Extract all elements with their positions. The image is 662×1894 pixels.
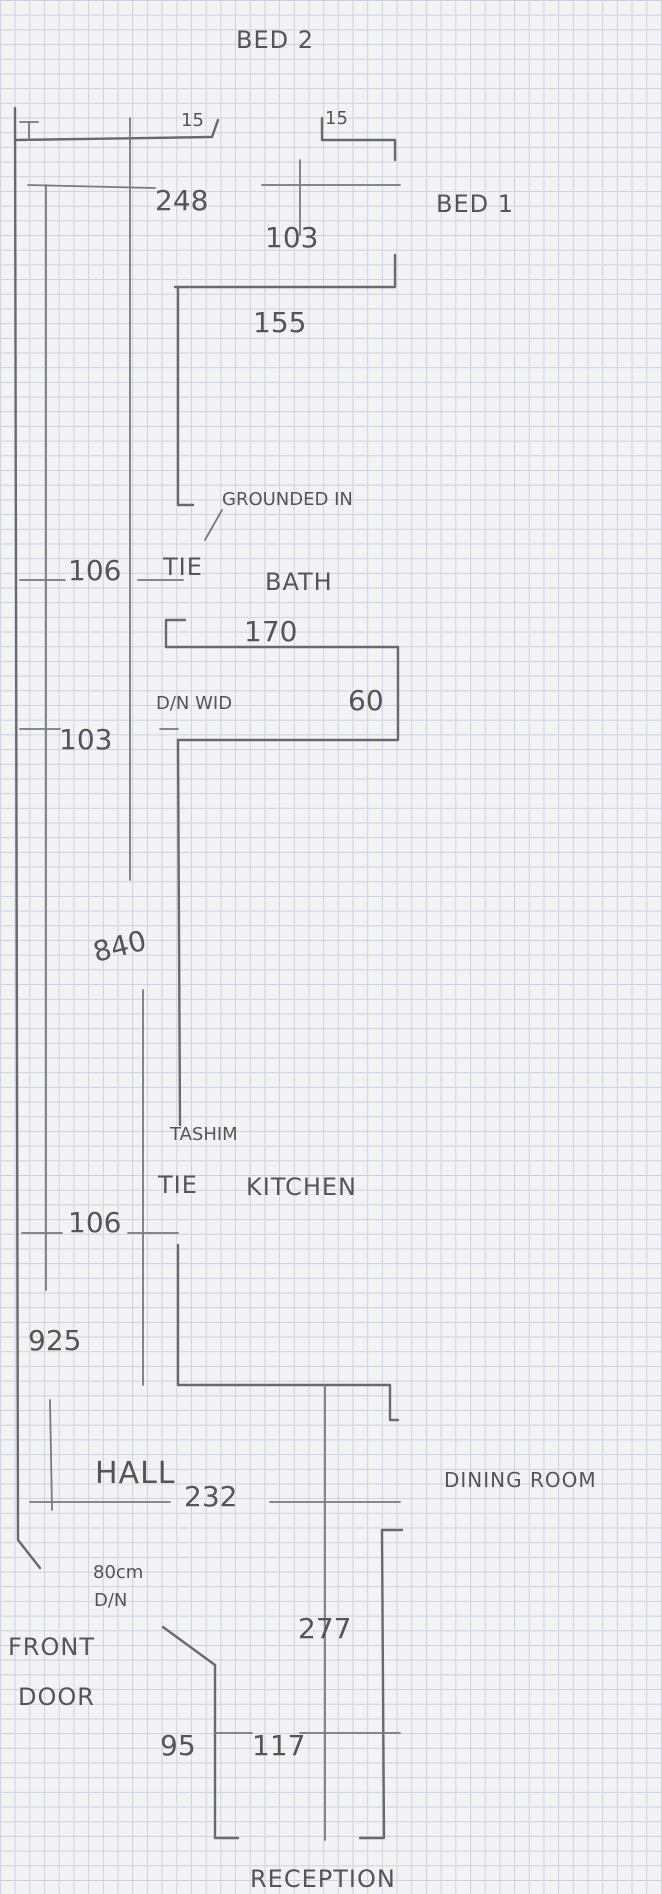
room-front-door-1: FRONT [8,1633,95,1661]
hall-inner-line [49,1399,53,1511]
label-tash-im: TASHIM [169,1124,238,1145]
corridor-right-wall [176,285,195,507]
bath-wall [164,618,400,742]
dim-103-mid: 103 [59,723,112,756]
room-reception: RECEPTION [250,1865,396,1893]
dim-248: 248 [155,184,208,217]
label-door-80cm: 80cm [93,1562,143,1583]
label-din-wid: D/N WID [156,693,232,714]
reception-left-wall [213,1663,240,1840]
dim-840: 840 [90,924,150,969]
top-left-tick [19,121,39,141]
bed1-top-wall [320,116,397,162]
grounded-in-leader [204,509,223,541]
room-bath: BATH [265,568,333,596]
dim-232: 232 [184,1480,237,1513]
label-tie-lower: TIE [157,1171,198,1199]
room-bed2: BED 2 [236,26,314,54]
plan-lines [13,106,404,1841]
room-hall: HALL [95,1456,176,1491]
dim-248-line [27,184,156,189]
front-door-leaf [161,1625,217,1667]
label-grounded-in: GROUNDED IN [222,489,353,510]
label-tie-upper: TIE [162,553,203,581]
dim-60: 60 [348,684,384,717]
bed1-bottom-wall [173,253,397,289]
outer-left-wall [13,106,42,1570]
kitchen-wall [176,1243,400,1422]
corridor-wall-lower [176,738,182,1127]
dim-117: 117 [252,1729,305,1762]
dim-106-upper: 106 [68,554,121,587]
bed1-103-line [261,159,401,236]
dim-170: 170 [244,615,297,648]
dim-925: 925 [28,1324,81,1357]
room-kitchen: KITCHEN [246,1173,357,1201]
dim-15-left: 15 [181,110,204,131]
dim-277: 277 [298,1612,351,1645]
room-bed1: BED 1 [436,190,514,218]
dim-15-right: 15 [325,108,348,129]
room-dining: DINING ROOM [444,1468,597,1492]
dim-155: 155 [253,306,306,339]
top-wall [13,118,220,142]
label-door-dn: D/N [94,1590,127,1611]
dim-103-bed: 103 [265,221,318,254]
room-front-door-2: DOOR [18,1683,95,1711]
dim-95: 95 [160,1729,196,1762]
reception-right-wall [358,1528,404,1840]
dim-106-lower: 106 [68,1206,121,1239]
